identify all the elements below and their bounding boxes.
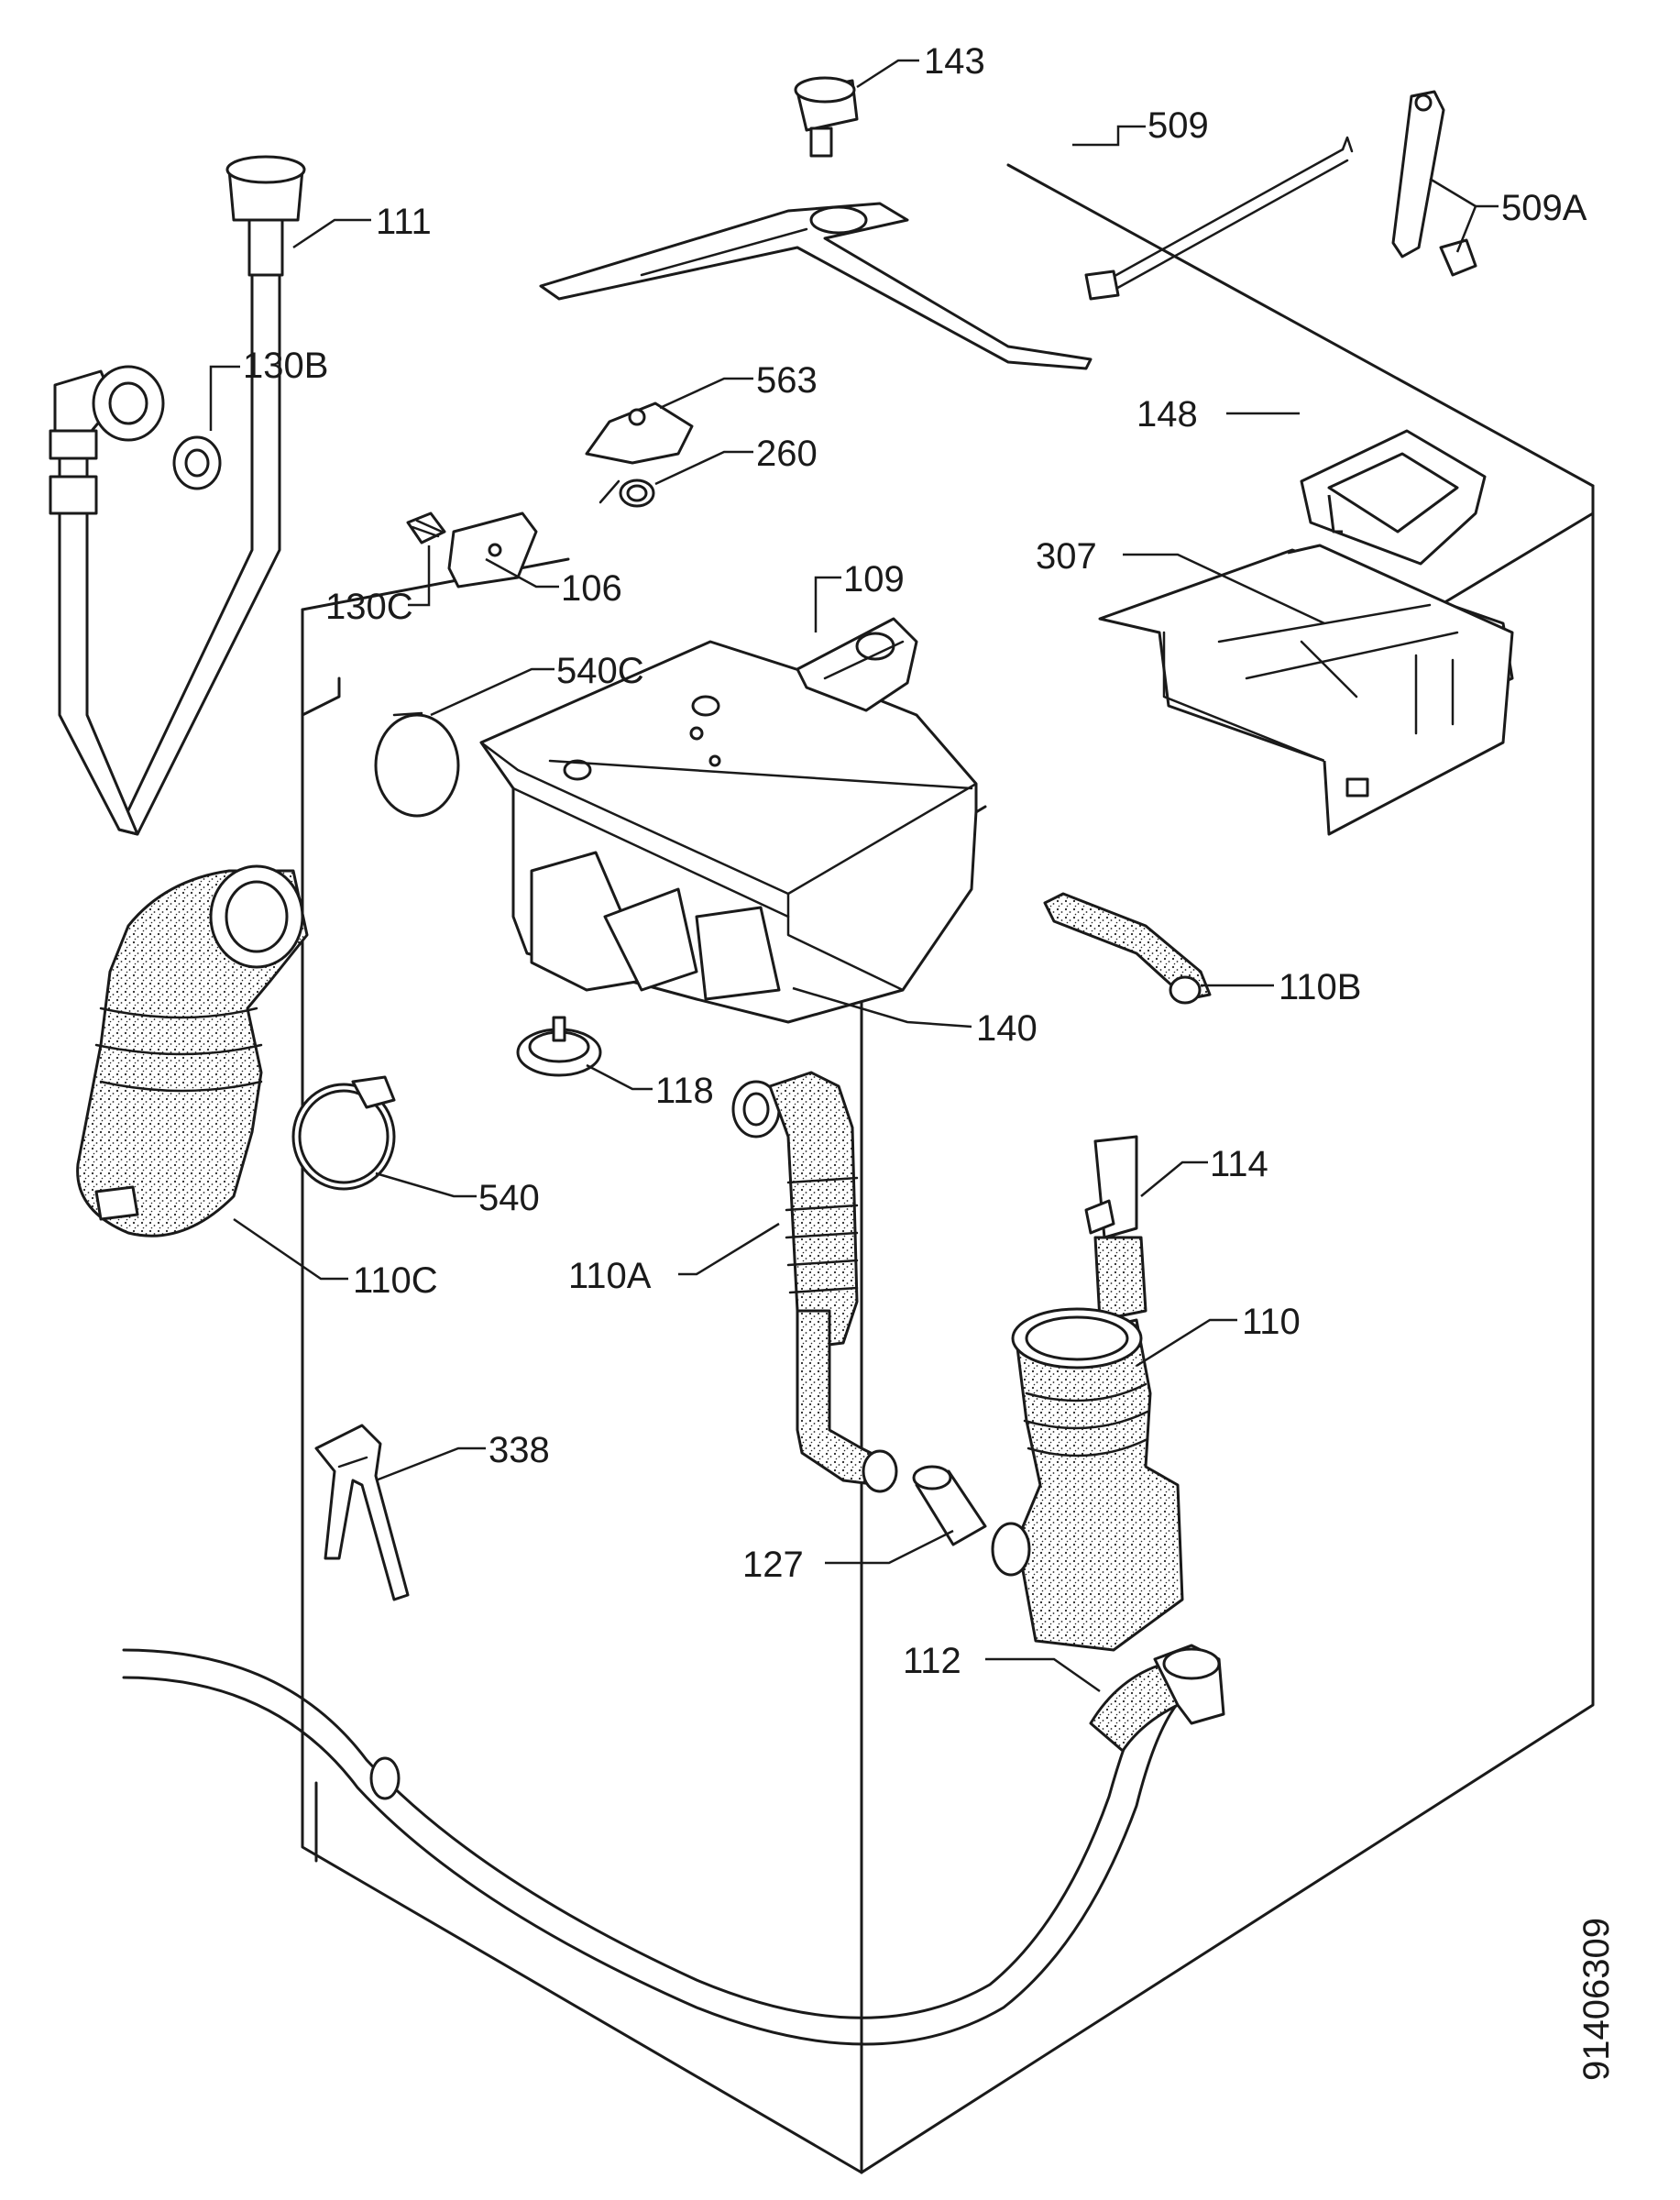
part-112-outlet-hose: 112: [122, 1641, 1225, 2046]
part-130c-spring: 130C: [325, 512, 446, 627]
part-106-bracket: 106: [447, 512, 622, 609]
label-338: 338: [489, 1430, 550, 1470]
part-143-knob: 143: [794, 41, 985, 158]
label-112: 112: [903, 1641, 961, 1681]
part-140-dispenser-housing: 140: [479, 640, 1038, 1049]
part-509-lever: 509: [539, 105, 1354, 370]
part-148-drawer-handle: 148: [1136, 394, 1487, 566]
label-106: 106: [561, 568, 622, 609]
label-110a: 110A: [568, 1256, 652, 1296]
label-127: 127: [742, 1545, 804, 1585]
part-540-clamp: 540: [291, 1075, 540, 1218]
part-110-sump-hose: 110: [991, 1302, 1301, 1652]
label-509a: 509A: [1501, 188, 1587, 228]
part-114-air-trap: 114: [1084, 1135, 1268, 1322]
label-118: 118: [655, 1071, 714, 1111]
label-110: 110: [1242, 1302, 1301, 1342]
part-118-gear: 118: [516, 1016, 714, 1111]
label-111: 111: [376, 202, 432, 242]
part-127-connector: 127: [742, 1465, 987, 1585]
label-540: 540: [478, 1178, 540, 1218]
part-109-flap: 109: [796, 559, 918, 712]
part-307-detergent-drawer: 307: [1036, 536, 1514, 836]
label-143: 143: [924, 41, 985, 82]
part-563-cover-plate: 563: [585, 360, 818, 465]
label-110b: 110B: [1279, 967, 1361, 1007]
label-148: 148: [1136, 394, 1198, 434]
label-130c: 130C: [325, 587, 413, 627]
label-110c: 110C: [353, 1260, 438, 1301]
label-307: 307: [1036, 536, 1097, 577]
part-338-hose-guide: 338: [314, 1424, 550, 1601]
part-130b-nut: 130B: [172, 346, 328, 490]
label-130b: 130B: [243, 346, 328, 386]
label-260: 260: [756, 434, 818, 474]
part-110c-bellows: 110C: [76, 864, 438, 1301]
part-111-inlet-hose: 111: [49, 155, 432, 836]
drawing-number: 91406309: [1576, 1918, 1617, 2081]
label-114: 114: [1210, 1144, 1268, 1184]
label-140: 140: [976, 1008, 1038, 1049]
part-540c-clamp: 540C: [374, 651, 644, 818]
label-540c: 540C: [556, 651, 644, 691]
part-260-spring: 260: [598, 434, 818, 508]
part-110b-small-hose: 110B: [1043, 892, 1361, 1007]
part-509a-linkage: 509A: [1391, 90, 1587, 277]
label-563: 563: [756, 360, 818, 401]
label-509: 509: [1147, 105, 1209, 146]
label-109: 109: [843, 559, 905, 600]
part-110a-drain-hose: 110A: [568, 1071, 898, 1493]
